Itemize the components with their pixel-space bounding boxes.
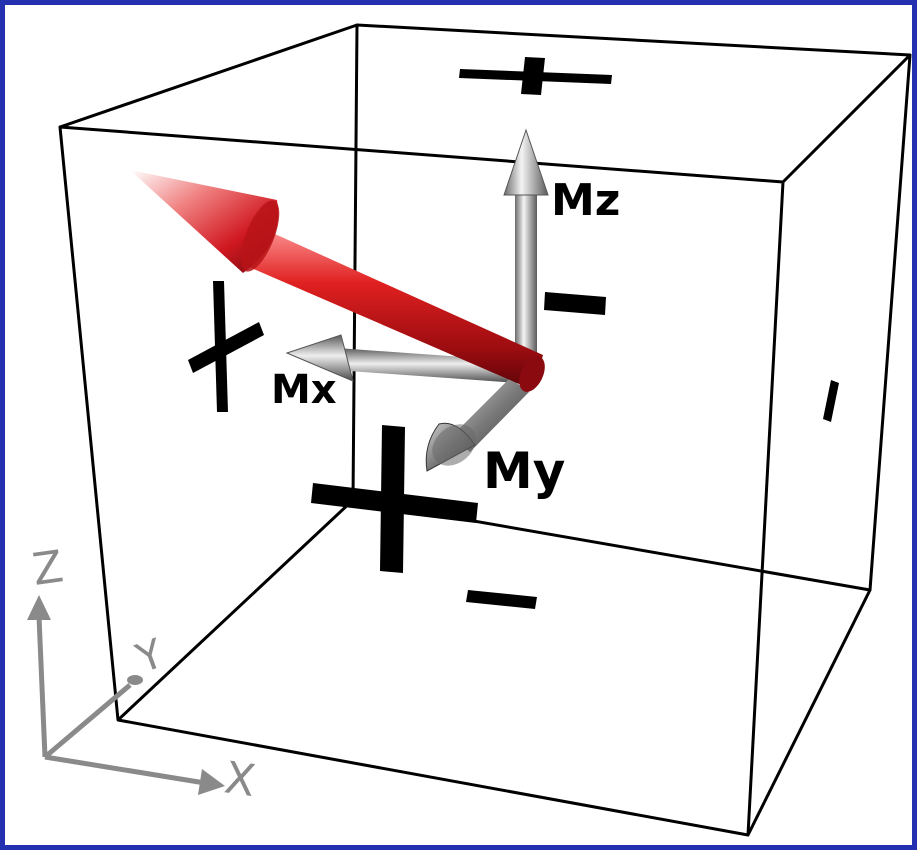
axis-y-arrowhead xyxy=(127,675,143,685)
magnetization-cube-diagram: Mz Mx My Z Y X xyxy=(5,5,917,855)
cube-front-face xyxy=(60,127,783,835)
axis-y-label: Y xyxy=(130,631,170,683)
axis-x-label: X xyxy=(221,752,258,807)
mx-label: Mx xyxy=(271,367,337,413)
axis-triad xyxy=(27,595,225,795)
minus-sign-back xyxy=(544,292,606,315)
mz-component-arrow xyxy=(504,130,548,365)
cube-edge-bottom-left xyxy=(118,500,353,720)
cube-edge-bottom-right xyxy=(748,590,870,835)
plus-sign-left xyxy=(188,281,264,412)
axis-z-label: Z xyxy=(29,541,66,596)
gradient-signs xyxy=(188,57,839,609)
cube-edge-top-left xyxy=(60,25,357,127)
my-label: My xyxy=(483,442,565,500)
axis-x-line xyxy=(45,757,205,783)
axis-z-arrowhead xyxy=(27,595,51,620)
plus-sign-top xyxy=(459,57,612,95)
axis-z-line xyxy=(39,617,45,757)
minus-sign-right xyxy=(823,380,839,422)
cube-edge-top-right xyxy=(783,55,910,182)
mz-label: Mz xyxy=(551,175,620,226)
axis-x-arrowhead xyxy=(198,769,225,795)
minus-sign-bottom xyxy=(466,590,537,609)
